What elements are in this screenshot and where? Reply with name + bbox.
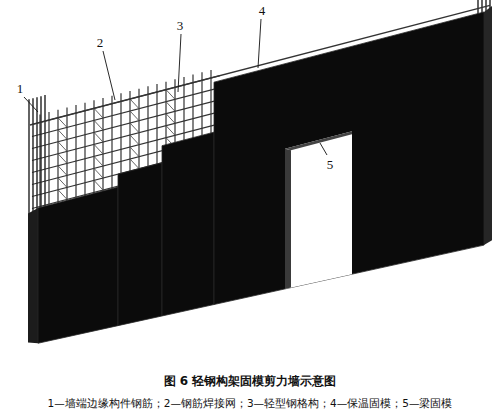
leader-line bbox=[258, 19, 261, 68]
legend-key-text: 1—墙端边缘构件钢筋；2—钢筋焊接网；3—轻型钢格构；4—保温固模；5—梁固模 bbox=[48, 397, 453, 411]
door-jamb bbox=[285, 149, 291, 289]
lattice-diagonal bbox=[130, 147, 139, 157]
callout-number: 5 bbox=[327, 158, 334, 171]
lattice-diagonal bbox=[94, 132, 103, 142]
formwork-panel bbox=[162, 132, 214, 316]
door-opening bbox=[285, 131, 352, 289]
lattice-diagonal bbox=[58, 142, 67, 152]
lattice-diagonal bbox=[130, 99, 139, 109]
lattice-diagonal bbox=[166, 114, 175, 124]
insulation-formwork bbox=[214, 12, 484, 305]
lattice-diagonal bbox=[94, 180, 103, 190]
lattice-diagonal bbox=[94, 108, 103, 118]
rebar-horizontal bbox=[32, 88, 220, 137]
beam-formwork-soffit bbox=[285, 131, 352, 150]
lattice-diagonal bbox=[130, 135, 139, 145]
lattice-diagonal bbox=[94, 156, 103, 166]
end-face bbox=[28, 208, 38, 343]
leader-line bbox=[320, 143, 327, 155]
lattice-diagonal bbox=[130, 111, 139, 121]
lattice-diagonal bbox=[58, 130, 67, 140]
lattice-diagonal bbox=[58, 178, 67, 188]
formwork-panel bbox=[38, 187, 118, 343]
callout-number: 3 bbox=[177, 19, 184, 32]
callout-number: 2 bbox=[97, 36, 104, 49]
lattice-diagonal bbox=[58, 190, 67, 200]
callout-number: 4 bbox=[259, 4, 266, 17]
lattice-diagonal bbox=[166, 102, 175, 112]
lattice-diagonal bbox=[166, 90, 175, 100]
leader-line bbox=[103, 51, 115, 100]
lattice-diagonal bbox=[58, 154, 67, 164]
lattice-diagonal bbox=[166, 126, 175, 136]
leader-line bbox=[24, 97, 38, 112]
figure-caption: 图 6 轻钢构架固模剪力墙示意图 bbox=[164, 373, 337, 390]
end-face bbox=[484, 6, 492, 245]
callout-number: 1 bbox=[17, 82, 24, 95]
formwork-panel bbox=[118, 163, 162, 326]
lattice-diagonal bbox=[130, 159, 139, 169]
lattice-diagonal bbox=[94, 120, 103, 130]
leader-line bbox=[178, 34, 181, 92]
lattice-diagonal bbox=[58, 166, 67, 176]
lattice-diagonal bbox=[130, 123, 139, 133]
lattice-diagonal bbox=[58, 118, 67, 128]
lattice-diagonal bbox=[94, 168, 103, 178]
lattice-diagonal bbox=[94, 144, 103, 154]
